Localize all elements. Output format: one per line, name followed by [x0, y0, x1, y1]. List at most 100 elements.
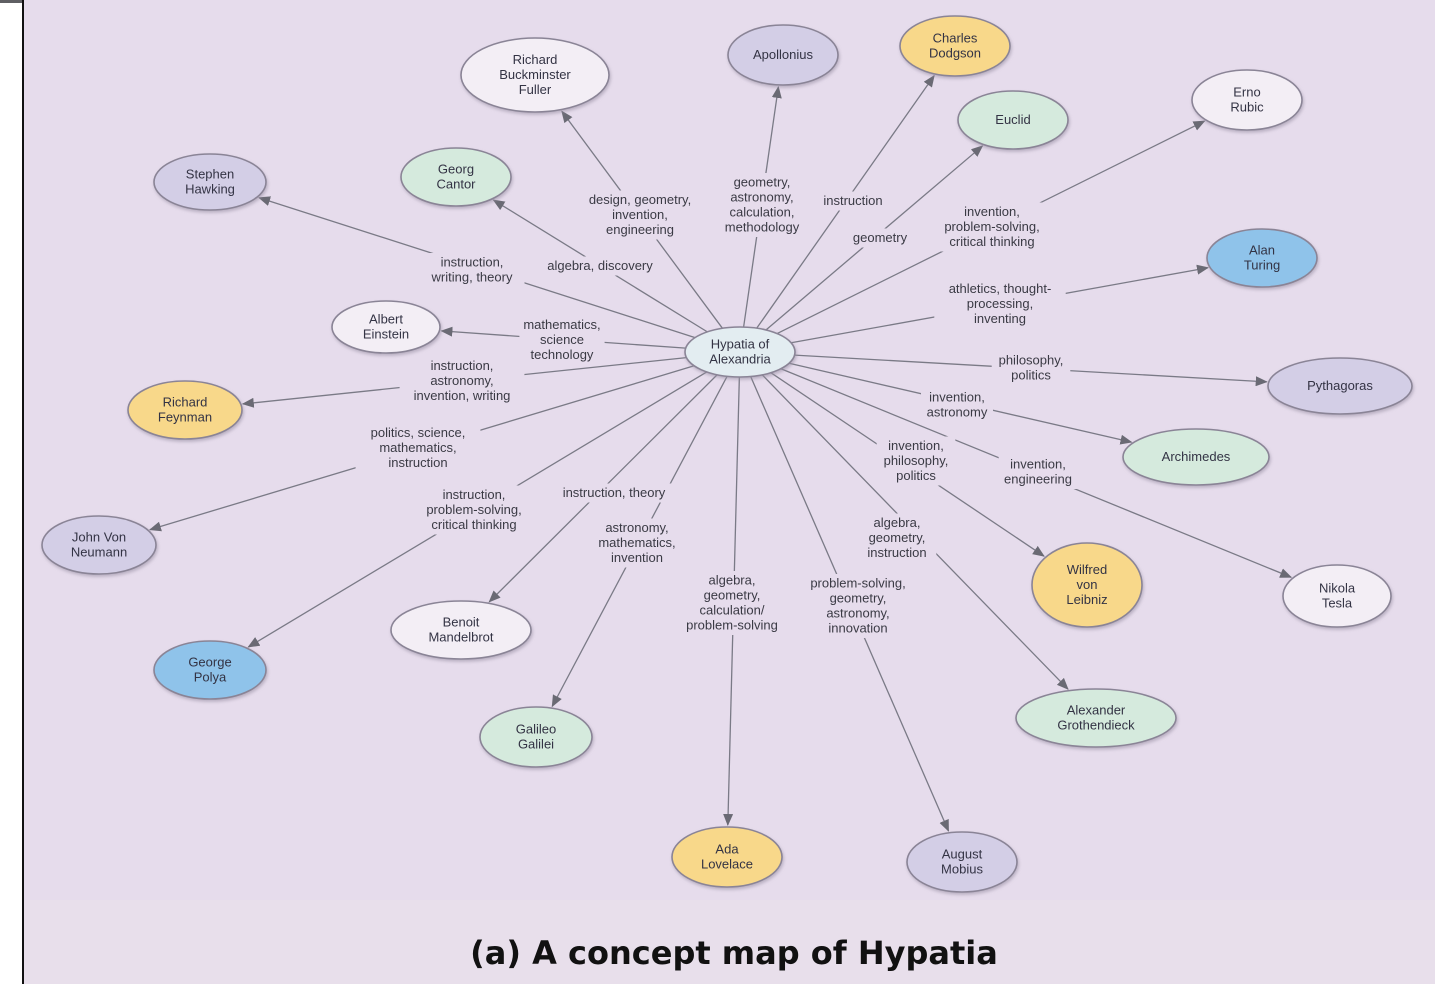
edge-label-grothendieck-line: instruction [867, 545, 926, 560]
node-label-line: Feynman [158, 410, 212, 425]
edge-label-mobius: problem-solving,geometry,astronomy,innov… [810, 576, 905, 636]
edge-label-einstein-line: technology [531, 347, 594, 362]
node-label-line: John Von [72, 530, 126, 545]
edge-label-bg [419, 253, 525, 287]
node-label-line: Rubic [1230, 100, 1264, 115]
edge-label-tesla-line: engineering [1004, 472, 1072, 487]
node-label-line: Mobius [941, 862, 983, 877]
node-shape [906, 831, 1018, 893]
edge-label-neumann: politics, science,mathematics,instructio… [371, 425, 466, 470]
node-label-line: Euclid [995, 112, 1030, 127]
node-label-line: Polya [194, 670, 227, 685]
node-pythagoras[interactable]: Pythagoras [1267, 357, 1413, 415]
edge-label-archimedes: invention,astronomy [927, 390, 988, 420]
edge-label-dodgson-line: instruction [823, 193, 882, 208]
edge-label-einstein-line: mathematics, [523, 317, 600, 332]
edge-label-mobius-line: geometry, [830, 591, 887, 606]
node-label: Apollonius [753, 47, 813, 62]
edge-label-bg [934, 279, 1066, 329]
edge-label-euclid: geometry [853, 230, 908, 245]
node-shape [479, 706, 593, 768]
edge-label-bg [850, 228, 910, 248]
edge-label-bg [813, 191, 893, 211]
node-shape [684, 326, 796, 378]
edge-label-galileo: astronomy,mathematics,invention [598, 520, 675, 565]
node-label-line: Richard [163, 395, 208, 410]
edge-label-turing-line: processing, [967, 296, 1033, 311]
edge-label-mandelbrot: instruction, theory [563, 485, 666, 500]
node-label-line: Benoit [443, 615, 480, 630]
edge-label-lovelace-line: geometry, [704, 588, 761, 603]
edge-label-lovelace-line: algebra, [709, 573, 756, 588]
caption-band [24, 900, 1435, 984]
node-shape [153, 153, 267, 211]
node-label-line: Charles [933, 31, 978, 46]
node-label-line: Neumann [71, 545, 127, 560]
node-label-line: Leibniz [1066, 592, 1107, 607]
node-label-line: Hawking [185, 182, 235, 197]
node-euclid[interactable]: Euclid [957, 90, 1069, 150]
node-label-line: Stephen [186, 167, 234, 182]
edge-label-feynman-line: invention, writing [414, 388, 511, 403]
edge-label-mobius-line: problem-solving, [810, 576, 905, 591]
edge-label-bg [802, 574, 914, 638]
node-shape [1282, 564, 1392, 628]
node-label-line: Georg [438, 162, 474, 177]
edge-label-bg [719, 173, 805, 237]
node-shape [460, 37, 610, 113]
edge-label-pythagoras-line: politics [1011, 368, 1051, 383]
edge-label-galileo-line: invention [611, 550, 663, 565]
edge-label-bg [594, 518, 680, 568]
edge-label-fuller-line: engineering [606, 222, 674, 237]
edge-label-polya-line: instruction, [443, 487, 506, 502]
edge-labels-layer: design, geometry,invention,engineeringge… [355, 173, 1078, 638]
edge-label-grothendieck-line: algebra, [874, 515, 921, 530]
edge-label-bg [991, 351, 1071, 385]
edge-label-apollonius-line: calculation, [729, 205, 794, 220]
edge-label-fuller-line: invention, [612, 207, 668, 222]
node-label: Pythagoras [1307, 378, 1373, 393]
edge-label-neumann-line: politics, science, [371, 425, 466, 440]
node-label-line: Tesla [1322, 596, 1353, 611]
node-label-line: Wilfred [1067, 562, 1107, 577]
edge-label-lovelace: algebra,geometry,calculation/problem-sol… [686, 573, 778, 633]
node-archimedes[interactable]: Archimedes [1122, 428, 1270, 486]
edge-label-bg [876, 436, 956, 486]
node-label-line: Grothendieck [1057, 718, 1135, 733]
node-apollonius[interactable]: Apollonius [727, 24, 839, 86]
edge-label-archimedes-line: invention, [929, 390, 985, 405]
node-label: Euclid [995, 112, 1030, 127]
node-shape [1031, 542, 1143, 628]
edge-label-hawking: instruction,writing, theory [431, 255, 513, 285]
edge-label-mobius-line: astronomy, [826, 606, 889, 621]
edge-label-apollonius: geometry,astronomy,calculation,methodolo… [725, 175, 800, 235]
edge-label-bg [355, 423, 481, 473]
node-label-line: von [1077, 577, 1098, 592]
edge-label-lovelace-line: problem-solving [686, 618, 778, 633]
node-label-line: Dodgson [929, 46, 981, 61]
